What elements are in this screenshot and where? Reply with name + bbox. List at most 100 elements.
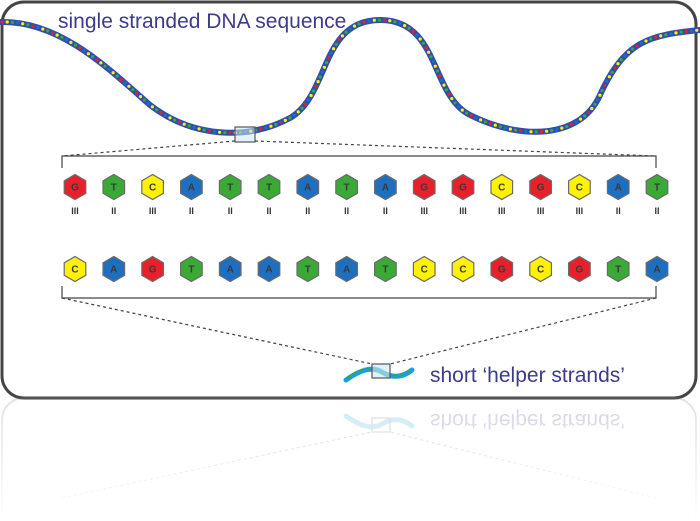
- strand-base-dot: [545, 129, 549, 133]
- base-hexagon: [374, 255, 397, 283]
- strand-base-dot: [135, 91, 139, 95]
- base-letter: T: [615, 265, 621, 276]
- top-strand-base-7: A: [296, 173, 320, 201]
- strand-base-dot: [115, 74, 119, 78]
- top-strand-base-14: C: [567, 173, 591, 201]
- strand-base-dot: [331, 47, 336, 51]
- top-strand-base-16: T: [645, 173, 669, 201]
- hydrogen-bond-mark: III: [71, 206, 79, 216]
- strand-base-dot: [590, 106, 594, 111]
- base-letter: C: [421, 265, 428, 276]
- base-letter: G: [459, 183, 467, 194]
- strand-base-dot: [456, 105, 461, 109]
- strand-base-dot: [337, 38, 341, 42]
- strand-base-dot: [78, 46, 82, 50]
- strand-base-dot: [513, 128, 518, 132]
- strand-base-dot: [318, 75, 322, 79]
- strand-base-dot: [99, 61, 103, 65]
- base-hexagon: [257, 173, 281, 201]
- strand-base-dot: [695, 28, 699, 32]
- hydrogen-bond-mark: III: [149, 206, 157, 216]
- strand-base-dot: [173, 118, 177, 122]
- base-letter: G: [71, 183, 79, 194]
- strand-base-dot: [377, 18, 382, 22]
- strand-base-dot: [367, 19, 371, 23]
- strand-base-dot: [283, 118, 287, 122]
- diagram-title: single stranded DNA sequence: [58, 10, 346, 33]
- strand-base-dot: [574, 120, 578, 124]
- strand-base-dot: [444, 88, 448, 92]
- strand-base-dot: [438, 74, 442, 78]
- helper-strand-base-2: A: [102, 255, 126, 283]
- helper-strand-base-7: T: [296, 255, 320, 283]
- strand-base-dot: [607, 75, 612, 79]
- strand-base-dot: [469, 114, 473, 118]
- strand-base-dot: [605, 79, 609, 83]
- zoom-lines-bottom: [61, 286, 657, 365]
- strand-base-dot: [73, 43, 77, 47]
- strand-base-dot: [654, 35, 658, 40]
- base-letter: C: [149, 183, 156, 194]
- strand-base-dot: [111, 71, 115, 75]
- strand-base-dot: [583, 114, 587, 118]
- strand-base-dot: [619, 58, 623, 62]
- strand-base-dot: [55, 33, 59, 37]
- helper-strand-base-3: G: [141, 255, 164, 283]
- strand-base-dot: [314, 84, 318, 88]
- hydrogen-bond-mark: II: [344, 206, 349, 216]
- strand-base-dot: [264, 126, 268, 130]
- base-letter: A: [265, 265, 272, 276]
- strand-base-dot: [431, 59, 435, 64]
- strand-base-dot: [421, 41, 425, 45]
- strand-base-dot: [50, 31, 55, 35]
- strand-base-dot: [613, 66, 617, 70]
- strand-base-dot: [228, 131, 232, 135]
- base-hexagon: [102, 255, 126, 283]
- strand-base-dot: [119, 77, 123, 82]
- strand-base-dot: [168, 116, 172, 120]
- strand-base-dot: [192, 125, 196, 130]
- strand-base-dot: [524, 129, 528, 133]
- strand-base-dot: [146, 101, 150, 106]
- base-hexagon: [374, 173, 397, 201]
- top-strand-base-8: T: [335, 173, 358, 201]
- base-hexagon: [141, 255, 164, 283]
- base-hexagon: [606, 173, 630, 201]
- top-strand-base-4: A: [180, 173, 203, 201]
- strand-base-dot: [415, 33, 419, 37]
- strand-base-dot: [279, 120, 283, 125]
- strand-base-dot: [550, 128, 554, 133]
- strand-base-dot: [440, 78, 444, 83]
- strand-base-dot: [684, 29, 688, 34]
- base-letter: A: [343, 265, 350, 276]
- strand-base-dot: [398, 21, 402, 25]
- base-letter: A: [304, 183, 311, 194]
- helper-strand-base-12: G: [490, 255, 514, 283]
- base-hexagon: [645, 255, 669, 283]
- top-strand-base-3: C: [141, 173, 164, 201]
- strand-base-dot: [107, 67, 111, 71]
- base-letter: A: [110, 265, 117, 276]
- strand-base-dot: [150, 105, 154, 109]
- strand-base-dot: [348, 27, 352, 31]
- strand-base-dot: [674, 31, 678, 35]
- helper-strand-base-9: T: [374, 255, 397, 283]
- strand-base-dot: [46, 29, 50, 33]
- strand-base-dot: [5, 20, 9, 24]
- base-hexagon: [141, 173, 164, 201]
- base-hexagon: [567, 255, 591, 283]
- base-letter: G: [537, 183, 545, 194]
- strand-base-dot: [320, 70, 324, 74]
- hydrogen-bond-mark: II: [383, 206, 388, 216]
- hydrogen-bond-mark: II: [228, 206, 233, 216]
- strand-base-dot: [508, 127, 512, 131]
- strand-base-dot: [383, 18, 387, 22]
- base-hexagon: [490, 255, 514, 283]
- strand-base-dot: [10, 20, 14, 24]
- base-letter: G: [498, 265, 506, 276]
- hydrogen-bond-mark: II: [189, 206, 194, 216]
- strand-base-dot: [212, 130, 216, 134]
- strand-base-dot: [138, 95, 143, 99]
- strand-base-dot: [340, 34, 344, 38]
- strand-base-dot: [407, 26, 411, 30]
